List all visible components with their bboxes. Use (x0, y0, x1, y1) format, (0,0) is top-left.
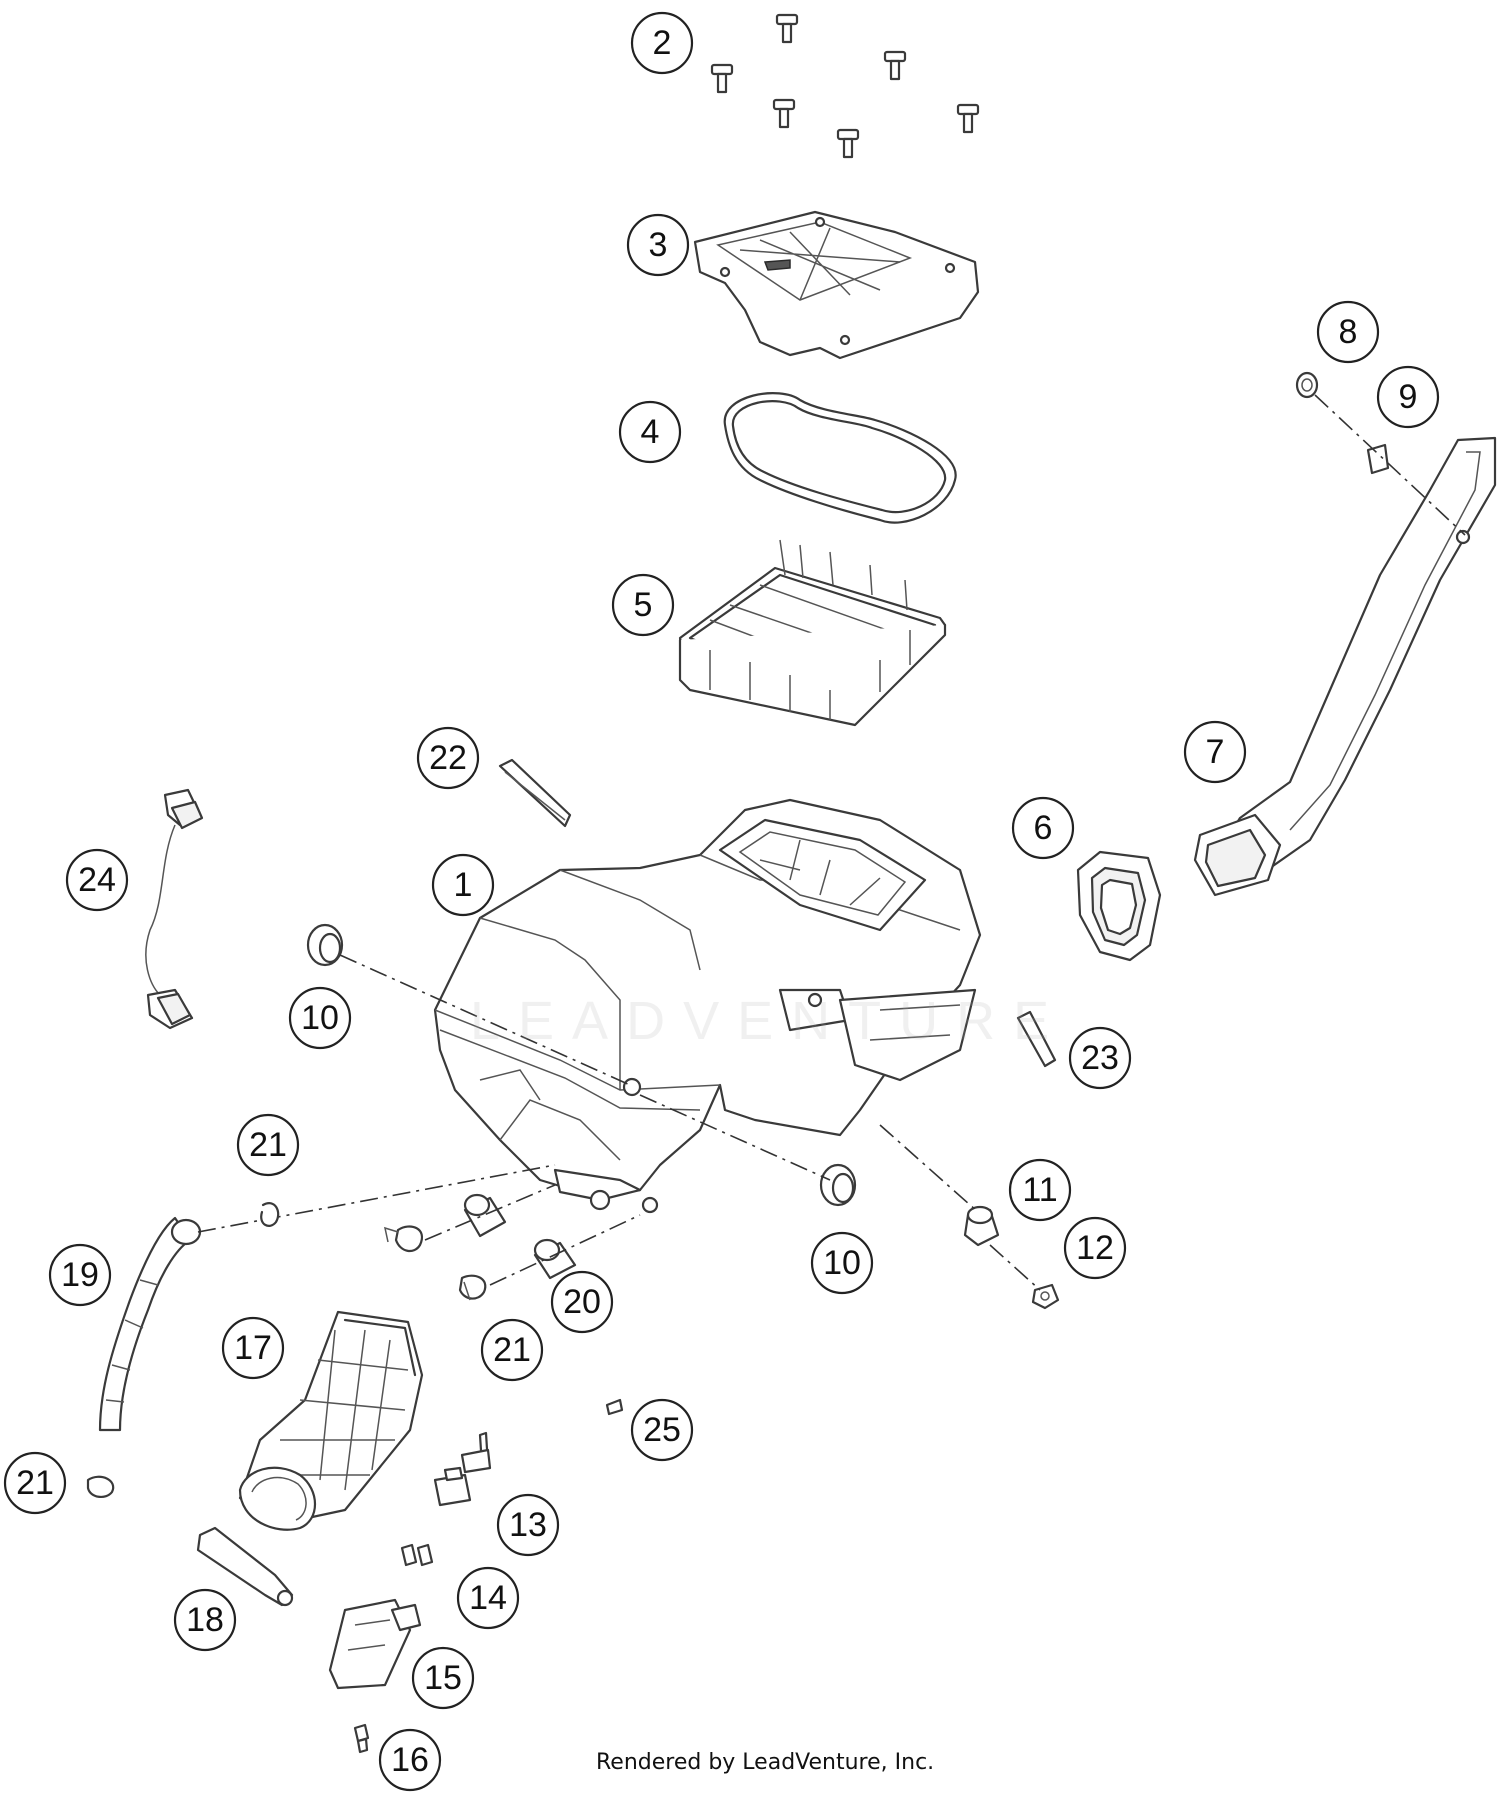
svg-text:13: 13 (509, 1506, 547, 1544)
callout-5[interactable]: 5 (611, 573, 675, 637)
callout-15[interactable]: 15 (411, 1646, 475, 1710)
clamp-part-22[interactable] (498, 758, 572, 828)
intake-boot-part-17[interactable] (238, 1310, 424, 1531)
svg-text:1: 1 (454, 866, 473, 904)
filter-cover-part-3[interactable] (693, 210, 980, 360)
svg-text:21: 21 (493, 1331, 531, 1369)
callout-1[interactable]: 1 (431, 853, 495, 917)
svg-text:20: 20 (563, 1283, 601, 1321)
callout-18[interactable]: 18 (173, 1588, 237, 1652)
callout-17[interactable]: 17 (221, 1316, 285, 1380)
svg-text:19: 19 (61, 1256, 99, 1294)
svg-text:25: 25 (643, 1411, 681, 1449)
footer-credit: Rendered by LeadVenture, Inc. (596, 1750, 935, 1775)
fitting-part-14[interactable] (400, 1543, 434, 1567)
callout-21-middle[interactable]: 21 (480, 1318, 544, 1382)
callout-10-upper[interactable]: 10 (288, 986, 352, 1050)
svg-text:21: 21 (16, 1464, 54, 1502)
svg-text:12: 12 (1076, 1229, 1114, 1267)
callout-25[interactable]: 25 (630, 1398, 694, 1462)
airbox-part-1[interactable] (433, 798, 982, 1214)
clamp-part-21-lower[interactable] (458, 1274, 487, 1301)
svg-text:14: 14 (469, 1579, 507, 1617)
bracket-part-23[interactable] (1016, 1010, 1057, 1068)
svg-text:15: 15 (424, 1659, 462, 1697)
callout-21-top[interactable]: 21 (236, 1113, 300, 1177)
sleeve-part-20-b[interactable] (533, 1238, 577, 1280)
callout-7[interactable]: 7 (1183, 720, 1247, 784)
svg-text:10: 10 (301, 999, 339, 1037)
clamp-part-21-middle[interactable] (383, 1225, 423, 1253)
air-filter-part-5[interactable] (678, 539, 947, 727)
svg-text:11: 11 (1022, 1171, 1057, 1209)
callout-20[interactable]: 20 (550, 1270, 614, 1334)
svg-text:21: 21 (249, 1126, 287, 1164)
grommet-part-10-upper[interactable] (306, 923, 344, 967)
callout-6[interactable]: 6 (1011, 796, 1075, 860)
svg-text:18: 18 (186, 1601, 224, 1639)
small-part-25[interactable] (605, 1398, 624, 1416)
callout-23[interactable]: 23 (1068, 1026, 1132, 1090)
callout-11[interactable]: 11 (1008, 1158, 1072, 1222)
svg-text:8: 8 (1339, 313, 1358, 351)
sleeve-part-20-a[interactable] (463, 1193, 507, 1238)
sensor-harness-part-24[interactable] (145, 788, 204, 1030)
callout-21-left[interactable]: 21 (3, 1451, 67, 1515)
svg-text:17: 17 (234, 1329, 272, 1367)
svg-text:16: 16 (391, 1741, 429, 1779)
callout-8[interactable]: 8 (1316, 300, 1380, 364)
callout-13[interactable]: 13 (496, 1493, 560, 1557)
hose-part-19[interactable] (98, 1216, 202, 1432)
svg-text:22: 22 (429, 739, 467, 777)
screw-part-16[interactable] (353, 1723, 370, 1754)
intake-snorkel-part-7[interactable] (1193, 436, 1497, 897)
strap-part-18[interactable] (196, 1526, 294, 1607)
callout-2[interactable]: 2 (630, 11, 694, 75)
svg-text:10: 10 (823, 1244, 861, 1282)
rubber-mount-part-11[interactable] (963, 1205, 1000, 1247)
nut-part-12[interactable] (1031, 1283, 1060, 1310)
svg-text:2: 2 (653, 24, 672, 62)
svg-text:24: 24 (78, 861, 116, 899)
grommet-part-10-lower[interactable] (819, 1163, 857, 1207)
svg-text:23: 23 (1081, 1039, 1119, 1077)
screws-part-2[interactable] (710, 13, 980, 159)
callout-9[interactable]: 9 (1376, 365, 1440, 429)
callout-16[interactable]: 16 (378, 1728, 442, 1792)
clamp-part-21-hose-end[interactable] (86, 1475, 115, 1498)
callout-14[interactable]: 14 (456, 1566, 520, 1630)
gasket-part-4[interactable] (723, 392, 957, 524)
callout-19[interactable]: 19 (48, 1243, 112, 1307)
seal-part-6[interactable] (1076, 850, 1162, 962)
callout-4[interactable]: 4 (618, 400, 682, 464)
callout-3[interactable]: 3 (626, 213, 690, 277)
grommet-part-8[interactable] (1295, 371, 1319, 399)
clip-part-9[interactable] (1366, 443, 1390, 475)
svg-text:9: 9 (1399, 378, 1418, 416)
sensor-part-15[interactable] (328, 1598, 422, 1690)
callout-12[interactable]: 12 (1063, 1216, 1127, 1280)
svg-text:4: 4 (641, 413, 660, 451)
clamp-part-21-hose-top[interactable] (260, 1202, 280, 1227)
callout-24[interactable]: 24 (65, 848, 129, 912)
svg-text:3: 3 (649, 226, 668, 264)
svg-text:5: 5 (634, 586, 653, 624)
svg-text:7: 7 (1206, 733, 1225, 771)
sensor-part-13[interactable] (433, 1431, 492, 1507)
svg-text:6: 6 (1034, 809, 1053, 847)
callout-10-lower[interactable]: 10 (810, 1231, 874, 1295)
callout-22[interactable]: 22 (416, 726, 480, 790)
